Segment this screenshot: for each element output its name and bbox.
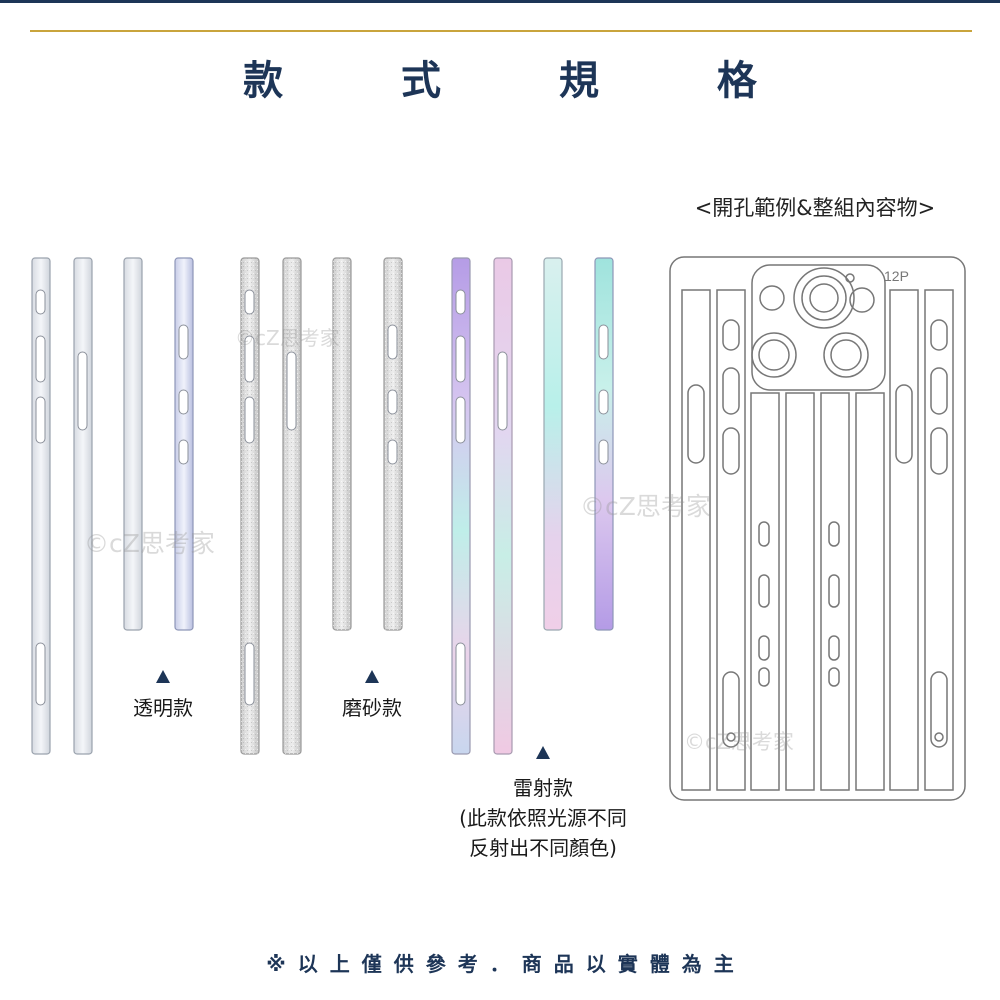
laser-style-label: 雷射款 [513, 776, 573, 800]
sheet-model-label: 12P [884, 268, 909, 284]
matte-strip-4 [383, 257, 403, 631]
matte-style-label: 磨砂款 [342, 696, 402, 720]
footer-disclaimer: ※以上僅供參考．商品以實體為主 [266, 952, 746, 976]
laser-style-pointer [536, 746, 550, 759]
clear-strip-3 [123, 257, 143, 631]
matte-strip-3 [332, 257, 352, 631]
laser-strip-2 [493, 257, 513, 755]
matte-strip-2 [282, 257, 302, 755]
watermark-4: ©cZ思考家 [684, 730, 794, 754]
watermark-1: ©cZ思考家 [235, 326, 340, 350]
page-title: 款 式 規 格 [243, 58, 809, 104]
laser-strip-3 [543, 257, 563, 631]
top-border [0, 0, 1000, 3]
laser-strip-1 [451, 257, 471, 755]
clear-strip-2 [73, 257, 93, 755]
clear-style-pointer [156, 670, 170, 683]
watermark-3: ©cZ思考家 [580, 492, 711, 521]
laser-strip-4 [594, 257, 614, 631]
clear-strip-4 [174, 257, 194, 631]
clear-style-label: 透明款 [133, 696, 193, 720]
clear-strip-1 [31, 257, 51, 755]
watermark-2: ©cZ思考家 [84, 529, 215, 558]
matte-style-pointer [365, 670, 379, 683]
matte-strip-1 [240, 257, 260, 755]
laser-style-note-line2: 反射出不同顏色) [469, 836, 617, 860]
title-divider [30, 30, 972, 32]
sheet-title: <開孔範例&整組內容物> [694, 196, 936, 220]
sticker-sheet [669, 256, 966, 801]
laser-style-note-line1: (此款依照光源不同 [459, 806, 627, 830]
